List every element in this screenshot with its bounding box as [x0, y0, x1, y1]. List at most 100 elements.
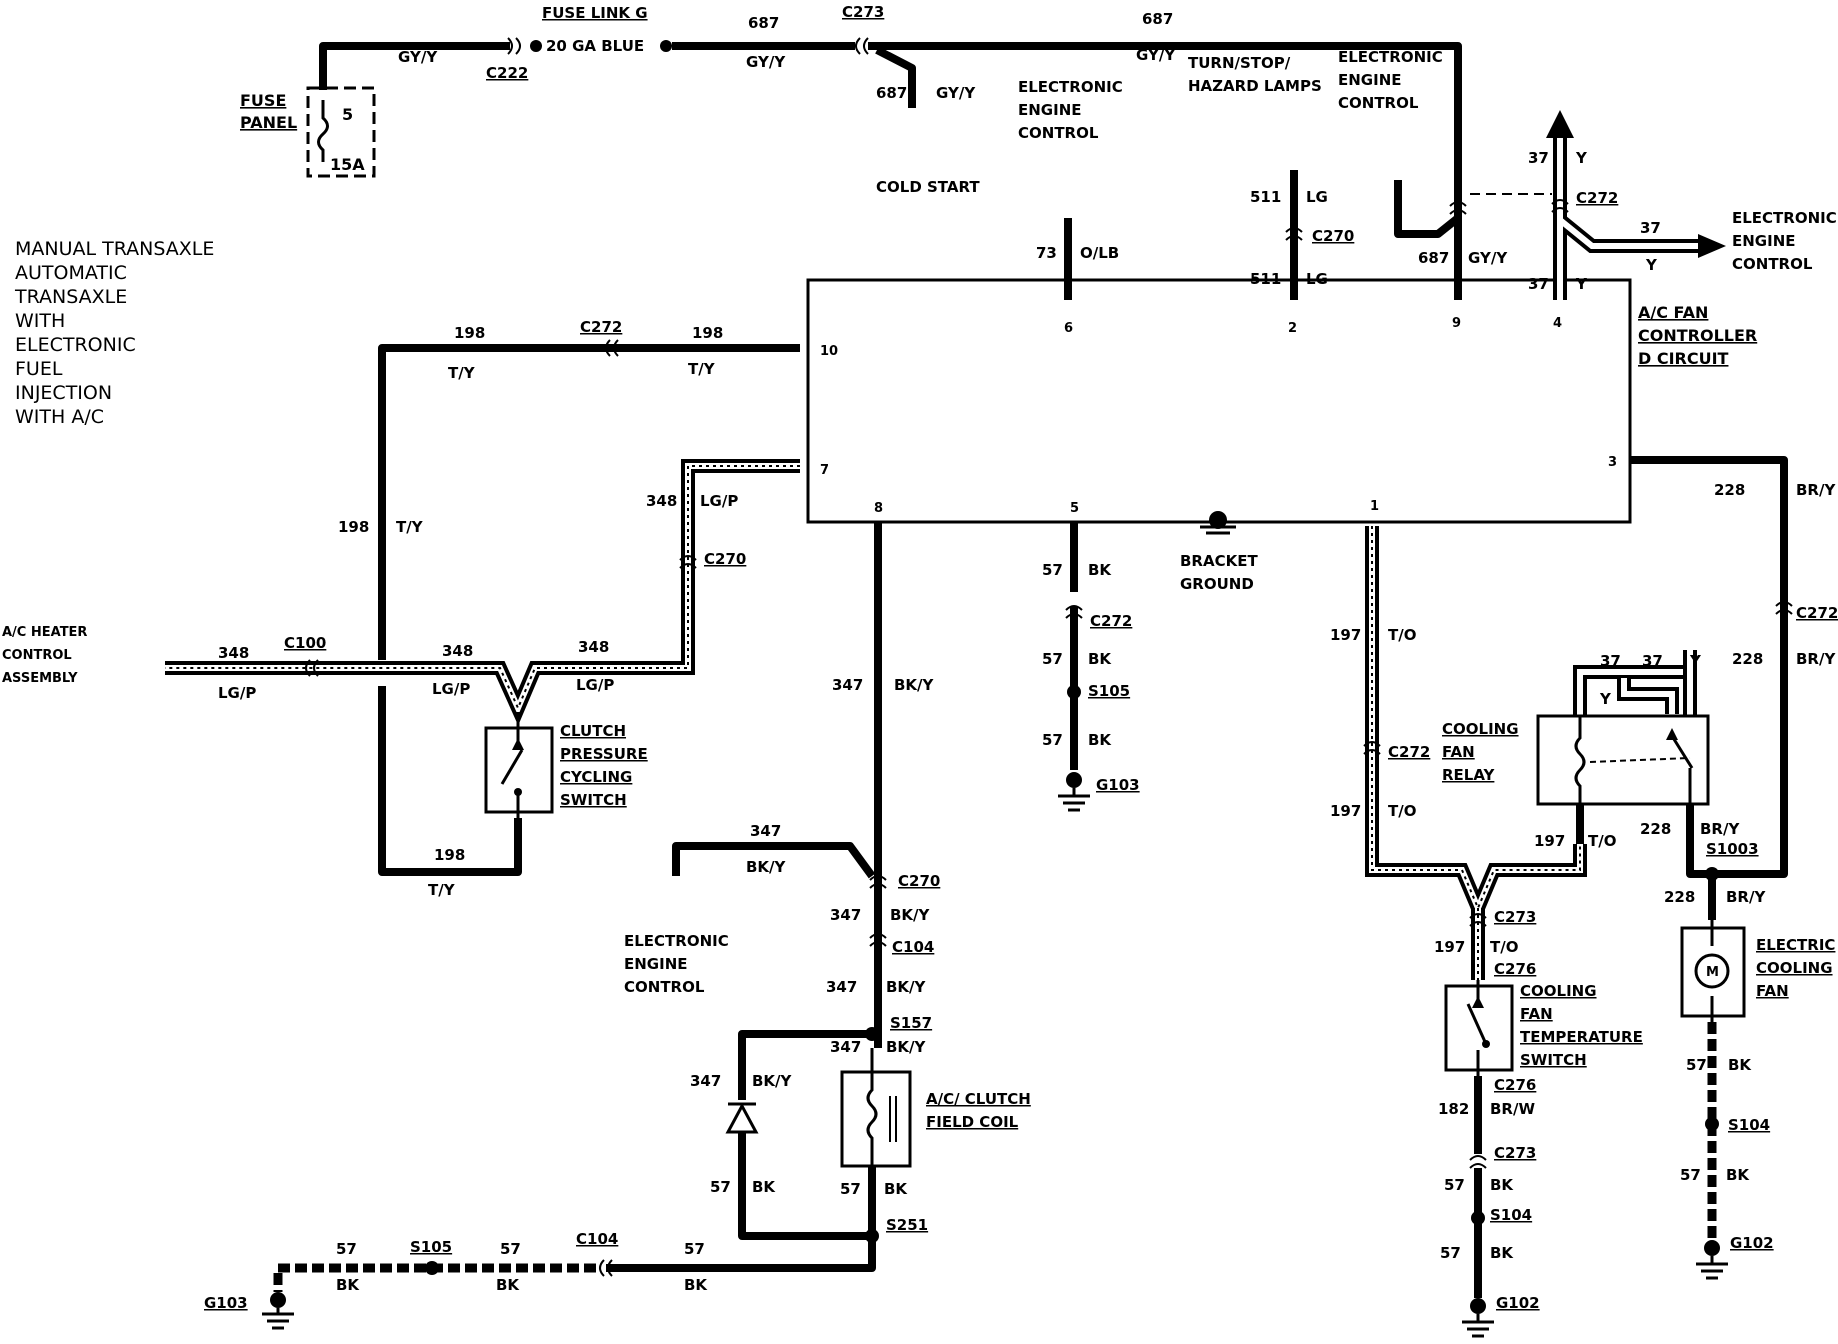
wire-label-228-c: 228	[1640, 820, 1671, 838]
ac-heater-1: A/C HEATER	[2, 625, 87, 640]
connector-c100-symbol	[305, 659, 319, 677]
pin-8: 8	[874, 501, 883, 516]
wire-label-57-d: 57	[710, 1178, 731, 1196]
ground-g102-mid-label: G102	[1496, 1294, 1540, 1312]
ground-g103-bot	[262, 1292, 294, 1330]
fuse-panel: 5 15A FUSE PANEL	[240, 86, 376, 178]
wire-label-57-c: 57	[1042, 731, 1063, 749]
wire-label-57-i: 57	[1444, 1176, 1465, 1194]
wire-347-diode	[738, 1030, 872, 1100]
wire-label-to-c: T/O	[1588, 832, 1616, 850]
wire-label-57-e: 57	[840, 1180, 861, 1198]
wire-label-o-lb: O/LB	[1080, 244, 1119, 262]
splice-s1003: S1003	[1706, 840, 1759, 858]
wire-label-687-c: 687	[876, 84, 907, 102]
connector-c272-57: C272	[1090, 612, 1132, 630]
clutch-pressure-cycling-switch: CLUTCH PRESSURE CYCLING SWITCH	[484, 712, 648, 820]
temp-switch-3: TEMPERATURE	[1520, 1028, 1643, 1046]
eec-top-center-2: ENGINE	[1018, 101, 1082, 119]
wire-label-198-a: 198	[454, 324, 485, 342]
title-line-2: AUTOMATIC	[15, 262, 127, 284]
controller-label-1: A/C FAN	[1638, 303, 1708, 322]
ac-heater-label: A/C HEATER CONTROL ASSEMBLY	[2, 625, 87, 686]
wire-label-y-r2: Y	[1689, 652, 1702, 670]
wire-label-511-a: 511	[1250, 188, 1281, 206]
wire-label-bk-a: BK	[1088, 561, 1112, 579]
connector-c273-top: C273	[842, 3, 884, 21]
pin-7: 7	[820, 463, 829, 478]
wire-37-relay-b-inner	[1621, 678, 1675, 714]
connector-c270-511: C270	[1312, 227, 1354, 245]
title-line-1: MANUAL TRANSAXLE	[15, 238, 214, 260]
wire-label-lg-a: LG	[1306, 188, 1328, 206]
pin-2: 2	[1288, 321, 1297, 336]
eec-bottom-2: ENGINE	[624, 955, 688, 973]
splice-s104-right: S104	[1728, 1116, 1770, 1134]
wire-label-348-d: 348	[578, 638, 609, 656]
wire-label-bk-e: BK	[884, 1180, 908, 1198]
connector-c270-symbol-348	[679, 555, 697, 569]
wire-57-bottom-a	[606, 1236, 876, 1272]
connector-c270-348: C270	[704, 550, 746, 568]
wire-label-347-d: 347	[826, 978, 857, 996]
wire-label-57-l: 57	[1680, 1166, 1701, 1184]
wire-label-348-c: 348	[442, 642, 473, 660]
cooling-fan-temperature-switch: COOLING FAN TEMPERATURE SWITCH	[1444, 980, 1643, 1076]
connector-c222-symbol	[507, 37, 521, 55]
wire-label-bk-h: BK	[336, 1276, 360, 1294]
ac-heater-3: ASSEMBLY	[2, 671, 78, 686]
wire-label-bk-d: BK	[752, 1178, 776, 1196]
turn-stop-1: TURN/STOP/	[1188, 54, 1291, 72]
fuse-panel-label-2: PANEL	[240, 113, 297, 132]
wire-label-198-c: 198	[338, 518, 369, 536]
wire-label-lgp-d: LG/P	[576, 676, 614, 694]
wire-label-57-j: 57	[1440, 1244, 1461, 1262]
temp-switch-1: COOLING	[1520, 982, 1597, 1000]
wire-label-228-a: 228	[1714, 481, 1745, 499]
wire-label-brw: BR/W	[1490, 1100, 1535, 1118]
fuse-panel-label-1: FUSE	[240, 91, 286, 110]
pin-1: 1	[1370, 499, 1379, 514]
wire-label-197-a: 197	[1330, 626, 1361, 644]
wire-label-ty-a: T/Y	[448, 364, 476, 382]
eec-top-center-3: CONTROL	[1018, 124, 1099, 142]
temp-switch-4: SWITCH	[1520, 1051, 1587, 1069]
wire-197-stripe	[1371, 526, 1581, 911]
title-line-8: WITH A/C	[15, 406, 104, 428]
connector-c272-symbol-198	[605, 339, 619, 357]
wire-label-37-r1: 37	[1600, 652, 1621, 670]
wire-label-228-b: 228	[1732, 650, 1763, 668]
wire-label-to-d: T/O	[1490, 938, 1518, 956]
diagram-title: MANUAL TRANSAXLE AUTOMATIC TRANSAXLE WIT…	[14, 238, 214, 428]
connector-c272-symbol-37	[1551, 199, 1569, 213]
fan-label-1: ELECTRIC	[1756, 936, 1835, 954]
clutch-switch-2: PRESSURE	[560, 745, 648, 763]
connector-c273-symbol-197	[1469, 913, 1487, 927]
wire-label-bk-c: BK	[1088, 731, 1112, 749]
ground-g103-mid-label: G103	[1096, 776, 1140, 794]
arrow-right-37	[1698, 234, 1726, 258]
bracket-ground-2: GROUND	[1180, 575, 1254, 593]
wire-label-57-k: 57	[1686, 1056, 1707, 1074]
ac-fan-controller-box	[806, 278, 1632, 524]
fuse-number: 5	[342, 105, 353, 124]
cooling-fan-relay: COOLING FAN RELAY	[1442, 714, 1710, 806]
wire-label-348-a: 348	[646, 492, 677, 510]
splice-s105-mid-dot	[1067, 685, 1081, 699]
connector-c270-symbol-347	[869, 875, 887, 889]
wire-label-bk-b: BK	[1088, 650, 1112, 668]
wire-label-347-b: 347	[832, 676, 863, 694]
connector-c272-symbol-228	[1775, 601, 1793, 615]
wire-347-eec	[672, 842, 876, 879]
connector-c272-228: C272	[1796, 604, 1838, 622]
connector-c273-symbol-182	[1469, 1155, 1487, 1169]
clutch-switch-1: CLUTCH	[560, 722, 626, 740]
wire-label-bry-b: BR/Y	[1796, 650, 1836, 668]
splice-s104-mid: S104	[1490, 1206, 1532, 1224]
splice-s105-bot: S105	[410, 1238, 452, 1256]
wire-label-57-b: 57	[1042, 650, 1063, 668]
ground-g102-mid	[1462, 1298, 1494, 1338]
wire-label-511-b: 511	[1250, 270, 1281, 288]
wire-228-relay	[1686, 804, 1712, 878]
controller-label-2: CONTROLLER	[1638, 326, 1757, 345]
